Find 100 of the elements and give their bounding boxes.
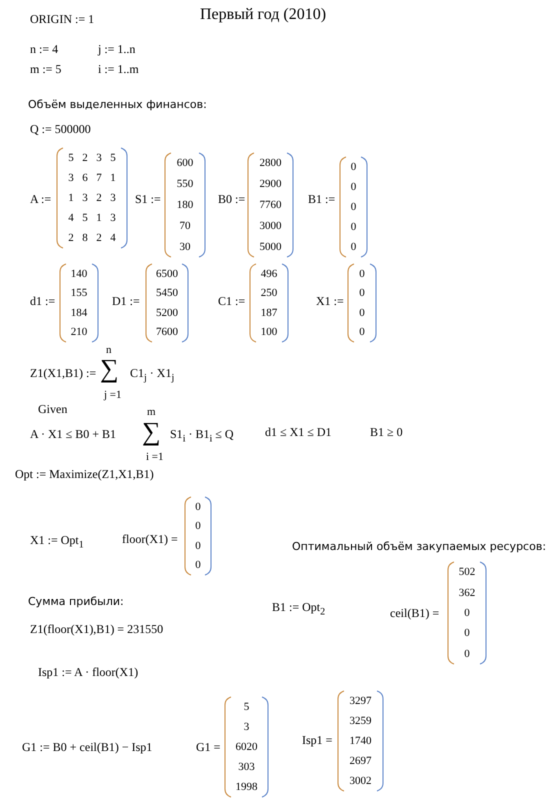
matrix-entry: 180 <box>176 198 194 212</box>
matrix-entry: 3 <box>109 211 117 225</box>
matrix-entry: 184 <box>70 306 88 320</box>
matrix-entry: 5 <box>67 151 75 165</box>
matrix-entry: 2800 <box>258 156 282 170</box>
heading: Первый год (2010) <box>200 8 326 22</box>
math-expression: Z1(X1,B1) := <box>30 366 96 380</box>
matrix-entry: 3 <box>67 171 75 185</box>
matrix-entry: 3 <box>81 191 89 205</box>
matrix-entry: 5 <box>242 700 250 714</box>
math-expression: B1 := <box>308 192 336 206</box>
math-expression: floor(X1) = <box>122 532 178 546</box>
math-expression: Given <box>38 402 68 416</box>
matrix-entry: 550 <box>176 177 194 192</box>
math-expression: n := 4 <box>30 42 58 56</box>
matrix-entry: 5 <box>109 151 117 165</box>
math-expression: d1 ≤ X1 ≤ D1 <box>265 425 332 439</box>
matrix-entry: 362 <box>458 586 476 600</box>
matrix-entry: 0 <box>350 240 358 254</box>
matrix-entry: 30 <box>178 240 192 254</box>
math-expression: B0 := <box>218 192 246 206</box>
math-expression: j =1 <box>104 388 122 402</box>
matrix-entry: 303 <box>237 760 256 774</box>
math-expression: C1 := <box>218 294 246 308</box>
math-expression: i := 1..m <box>98 62 139 76</box>
matrix-entry: 2900 <box>258 177 282 192</box>
math-expression: X1 := <box>316 294 344 308</box>
math-expression: Isp1 := A · floor(X1) <box>38 665 138 679</box>
section-label: Объём выделенных финансов: <box>28 98 207 112</box>
math-expression: m := 5 <box>30 62 62 76</box>
matrix-entry: 0 <box>194 519 202 534</box>
math-expression: Z1(floor(X1),B1) = 231550 <box>30 622 164 636</box>
matrix-entry: 7760 <box>258 198 282 212</box>
matrix-entry: 0 <box>463 626 471 640</box>
math-expression: ORIGIN := 1 <box>30 12 94 26</box>
matrix-entry: 0 <box>194 558 202 572</box>
math-expression: D1 := <box>112 294 140 308</box>
matrix-entry: 3002 <box>348 774 372 788</box>
matrix-entry: 3259 <box>348 714 372 728</box>
math-expression: i =1 <box>146 450 164 464</box>
matrix-entry: 2 <box>67 231 75 245</box>
matrix-entry: 4 <box>109 231 117 245</box>
math-expression: d1 := <box>30 294 56 308</box>
summation-sign: ∑ <box>142 419 161 445</box>
matrix-entry: 7 <box>95 171 103 185</box>
math-expression: Isp1 = <box>302 733 332 747</box>
math-expression: C1$_{j}$ · X1$_{j}$ <box>130 366 174 386</box>
math-expression: A := <box>30 192 52 206</box>
matrix-entry: 3297 <box>348 694 372 708</box>
matrix-entry: 0 <box>350 180 358 194</box>
math-expression: S1$_{i}$ · B1$_{i}$ ≤ Q <box>170 427 234 446</box>
matrix-entry: 2697 <box>348 754 372 768</box>
matrix-entry: 600 <box>176 156 194 170</box>
matrix-entry: 8 <box>81 231 89 245</box>
matrix-entry: 140 <box>70 266 88 281</box>
matrix-entry: 5 <box>81 211 89 225</box>
math-expression: B1 := Opt$_{2}$ <box>272 600 326 620</box>
matrix-entry: 1740 <box>348 734 372 748</box>
math-expression: Q := 500000 <box>30 122 91 136</box>
matrix-entry: 0 <box>350 200 358 214</box>
math-expression: ceil(B1) = <box>390 606 440 620</box>
matrix-entry: 187 <box>260 306 278 320</box>
matrix-entry: 5200 <box>155 306 179 320</box>
matrix-entry: 0 <box>194 500 202 514</box>
math-expression: B1 ≥ 0 <box>370 425 403 439</box>
math-expression: S1 := <box>135 192 161 206</box>
matrix-entry: 3 <box>95 151 103 165</box>
matrix-entry: 3000 <box>258 218 282 233</box>
matrix-entry: 0 <box>350 220 358 234</box>
matrix-entry: 6 <box>81 171 89 185</box>
matrix-entry: 7600 <box>155 325 179 340</box>
math-expression: n <box>106 343 112 357</box>
matrix-entry: 5450 <box>155 286 179 300</box>
matrix-entry: 5000 <box>258 240 282 254</box>
matrix-entry: 2 <box>95 191 103 205</box>
summation-sign: ∑ <box>100 356 119 382</box>
matrix-entry: 0 <box>194 538 202 553</box>
matrix-entry: 1 <box>95 211 103 225</box>
matrix-entry: 2 <box>95 231 103 245</box>
matrix-entry: 250 <box>260 286 278 300</box>
math-expression: A · X1 ≤ B0 + B1 <box>30 427 116 441</box>
math-expression: m <box>147 405 156 419</box>
matrix-entry: 0 <box>350 160 358 174</box>
section-label: Сумма прибыли: <box>28 595 124 609</box>
matrix-entry: 0 <box>358 325 366 340</box>
matrix-entry: 0 <box>463 606 471 620</box>
matrix-entry: 1 <box>109 171 117 185</box>
matrix-entry: 0 <box>358 306 366 320</box>
matrix-entry: 0 <box>358 266 366 281</box>
matrix-entry: 0 <box>358 286 366 300</box>
math-expression: G1 := B0 + ceil(B1) − Isp1 <box>22 740 152 754</box>
math-expression: j := 1..n <box>98 42 136 56</box>
math-expression: Opt := Maximize(Z1,X1,B1) <box>15 467 154 481</box>
math-expression: X1 := Opt$_{1}$ <box>30 533 84 552</box>
matrix-entry: 155 <box>70 286 88 300</box>
matrix-entry: 496 <box>260 266 278 281</box>
matrix-entry: 210 <box>70 325 88 340</box>
matrix-entry: 1 <box>67 191 75 205</box>
math-expression: G1 = <box>196 740 220 754</box>
matrix-entry: 2 <box>81 151 89 165</box>
